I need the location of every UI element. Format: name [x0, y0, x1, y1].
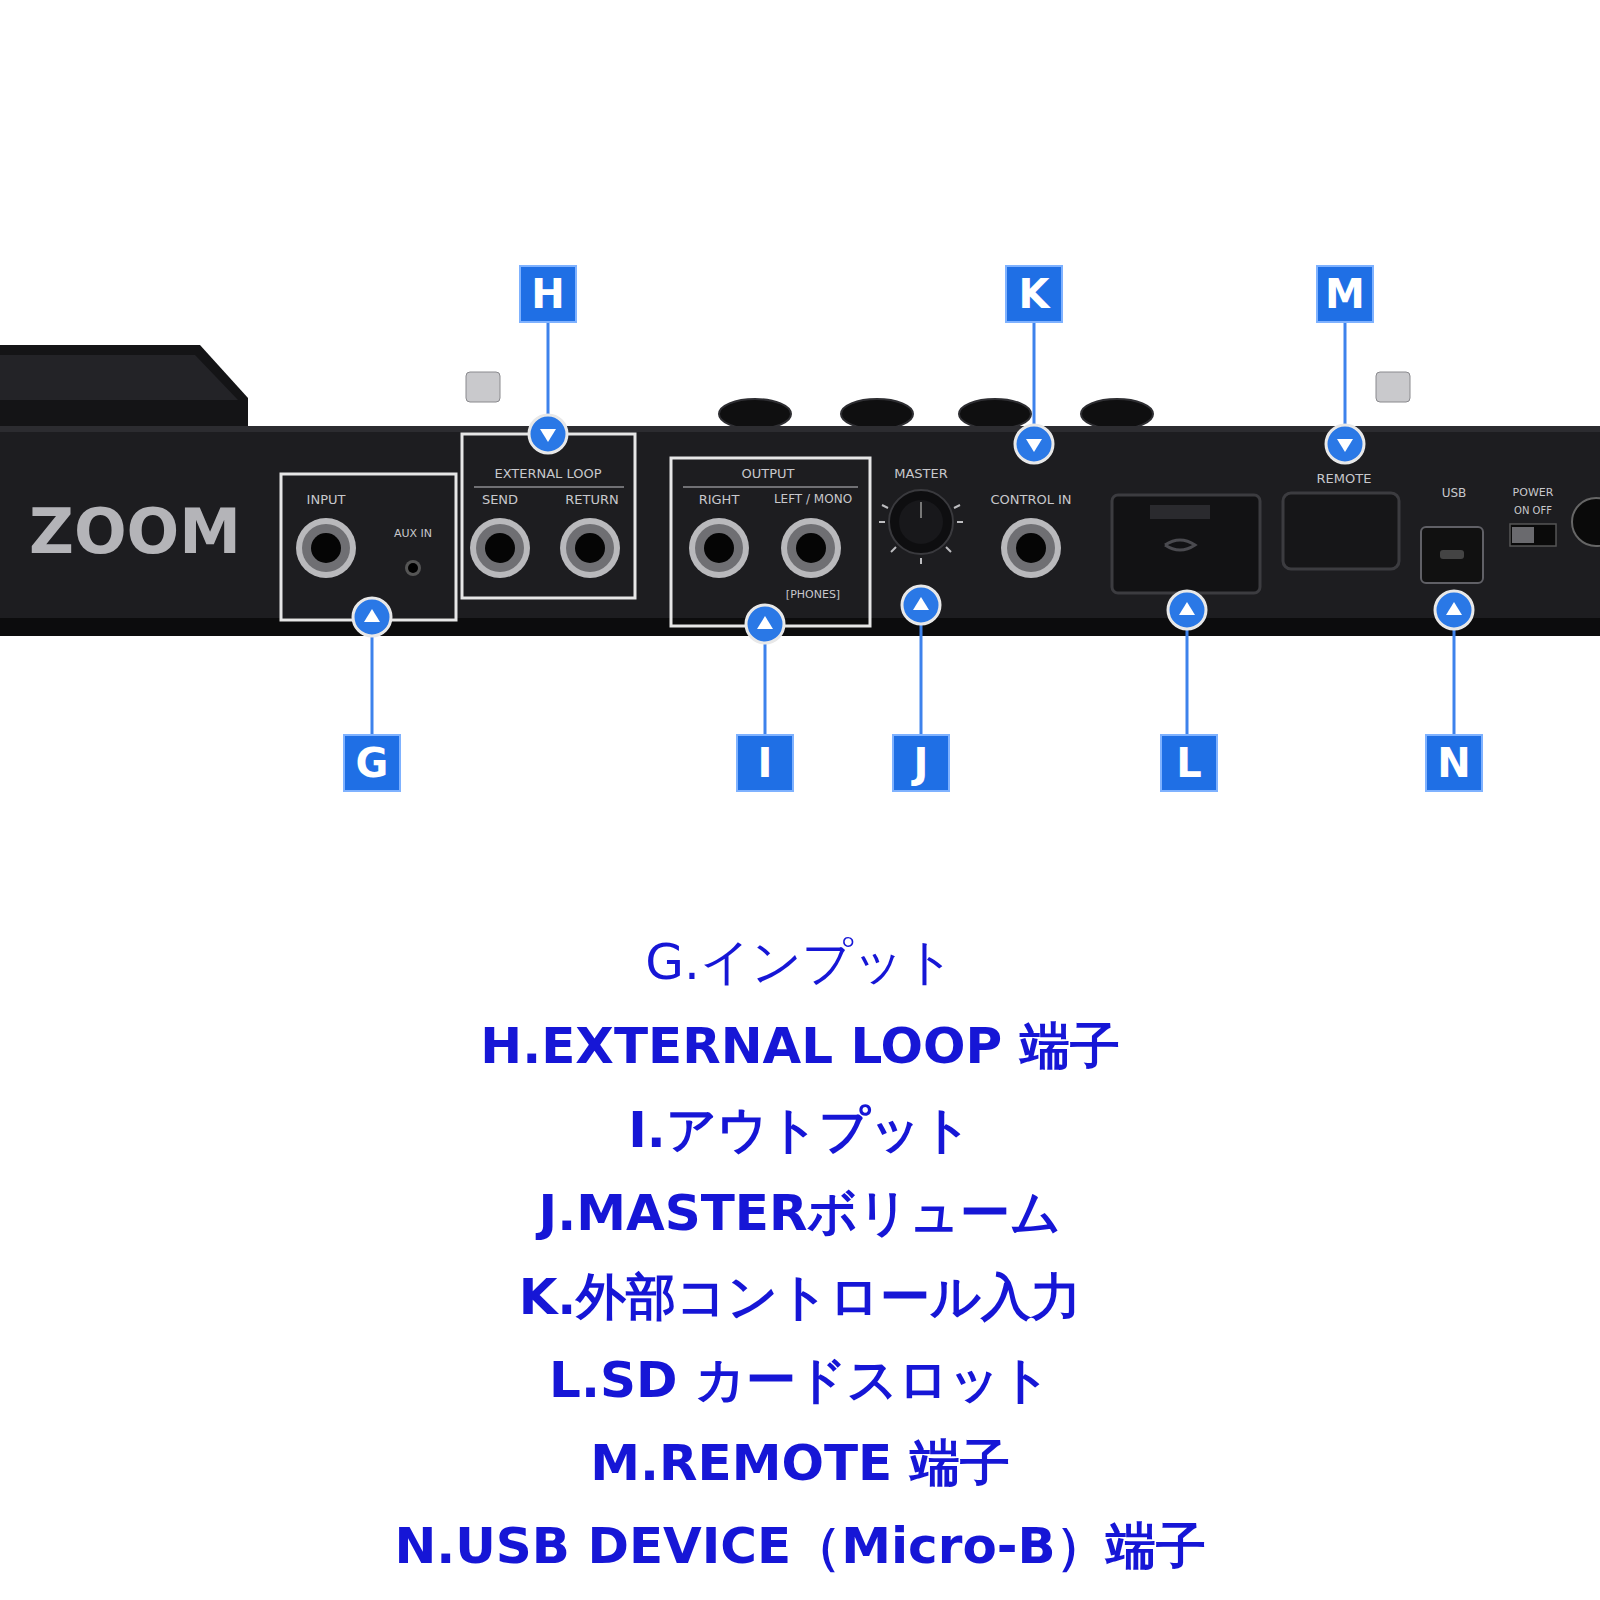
callout-text: H [531, 274, 564, 314]
panel-marking: EXTERNAL LOOP [494, 467, 601, 481]
callout-letter: I [736, 734, 794, 792]
callout-letter: G [343, 734, 401, 792]
panel-marking: [PHONES] [786, 589, 840, 601]
panel-marking: POWER [1513, 487, 1554, 499]
panel-marking: CONTROL IN [990, 493, 1071, 507]
callout-letter: K [1005, 265, 1063, 323]
callout-text: L [1176, 743, 1202, 783]
callout-text: G [356, 743, 389, 783]
panel-marking: REMOTE [1317, 472, 1372, 486]
panel-marking: SEND [482, 493, 518, 507]
part-description: J.MASTERボリューム [539, 1186, 1062, 1241]
callout-letter: J [892, 734, 950, 792]
expression-pedal [0, 345, 248, 432]
panel-marking: USB [1442, 487, 1467, 500]
callout-text: I [758, 743, 773, 783]
part-description: H.EXTERNAL LOOP 端子 [480, 1019, 1119, 1074]
remote-port [1283, 493, 1399, 569]
panel-marking: OUTPUT [742, 467, 795, 481]
header-rules [474, 486, 858, 488]
panel-marking: MASTER [894, 467, 948, 481]
part-description: G.インプット [645, 935, 955, 990]
part-description: I.アウトプット [628, 1103, 972, 1158]
panel-marking: RETURN [565, 493, 618, 507]
screws [466, 372, 1410, 402]
panel-marking: LEFT / MONO [774, 493, 852, 506]
callout-text: K [1019, 274, 1050, 314]
pedal-top [0, 355, 238, 400]
panel-marking: INPUT [307, 493, 346, 507]
panel-marking: ON OFF [1514, 505, 1552, 516]
device-body [0, 426, 1600, 632]
panel-marking: RIGHT [699, 493, 740, 507]
leader-lines [372, 323, 1454, 734]
part-description: K.外部コントロール入力 [519, 1270, 1082, 1325]
power-switch [1510, 524, 1556, 546]
part-description: N.USB DEVICE（Micro-B）端子 [394, 1519, 1205, 1574]
usb-port [1421, 527, 1483, 583]
part-description: L.SD カードスロット [549, 1353, 1051, 1408]
callout-text: M [1325, 274, 1365, 314]
sd-slot [1112, 495, 1260, 593]
callout-letter: L [1160, 734, 1218, 792]
callout-letter: H [519, 265, 577, 323]
callout-text: N [1437, 743, 1470, 783]
master-knob [879, 490, 963, 564]
dc-jack [1572, 498, 1600, 546]
callout-letter: N [1425, 734, 1483, 792]
part-description: M.REMOTE 端子 [590, 1436, 1009, 1491]
brand-logo: ZOOM [29, 498, 241, 566]
panel-marking: AUX IN [394, 528, 432, 540]
top-knobs [719, 399, 1153, 429]
callout-letter: M [1316, 265, 1374, 323]
pointer-markers [353, 415, 1473, 643]
callout-text: J [914, 743, 929, 783]
